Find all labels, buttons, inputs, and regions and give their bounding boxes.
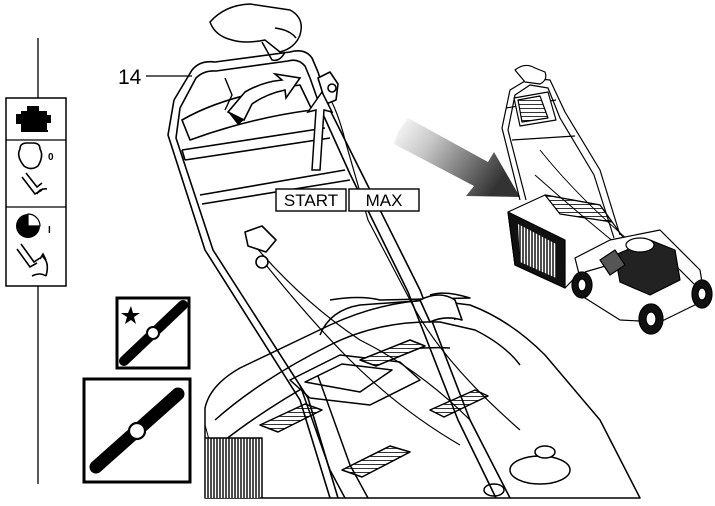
mower-overview-illustration	[501, 64, 713, 335]
choke-off-label: 0	[48, 152, 54, 163]
standard-blade-icon	[82, 377, 192, 484]
choke-off-icon	[17, 142, 43, 170]
hand-on-handle	[209, 3, 302, 62]
engine-icon	[16, 106, 51, 132]
choke-on-label: I	[48, 225, 51, 236]
control-symbol-panel: 0 I	[5, 97, 67, 287]
mulching-blade-icon	[115, 296, 191, 370]
gradient-arrow-icon	[394, 118, 520, 197]
max-label: MAX	[366, 191, 403, 210]
squeeze-arrow-icon	[224, 72, 302, 125]
choke-on-icon	[16, 213, 41, 238]
mower-handle-illustration	[204, 292, 641, 499]
start-label: START	[284, 191, 338, 210]
start-label-box	[275, 188, 347, 212]
callout-number: 14	[118, 66, 142, 89]
lever-icon	[21, 172, 48, 196]
lever-rotate-icon	[16, 243, 49, 277]
throttle-arrow-icon	[306, 90, 334, 171]
max-label-box	[348, 188, 420, 212]
